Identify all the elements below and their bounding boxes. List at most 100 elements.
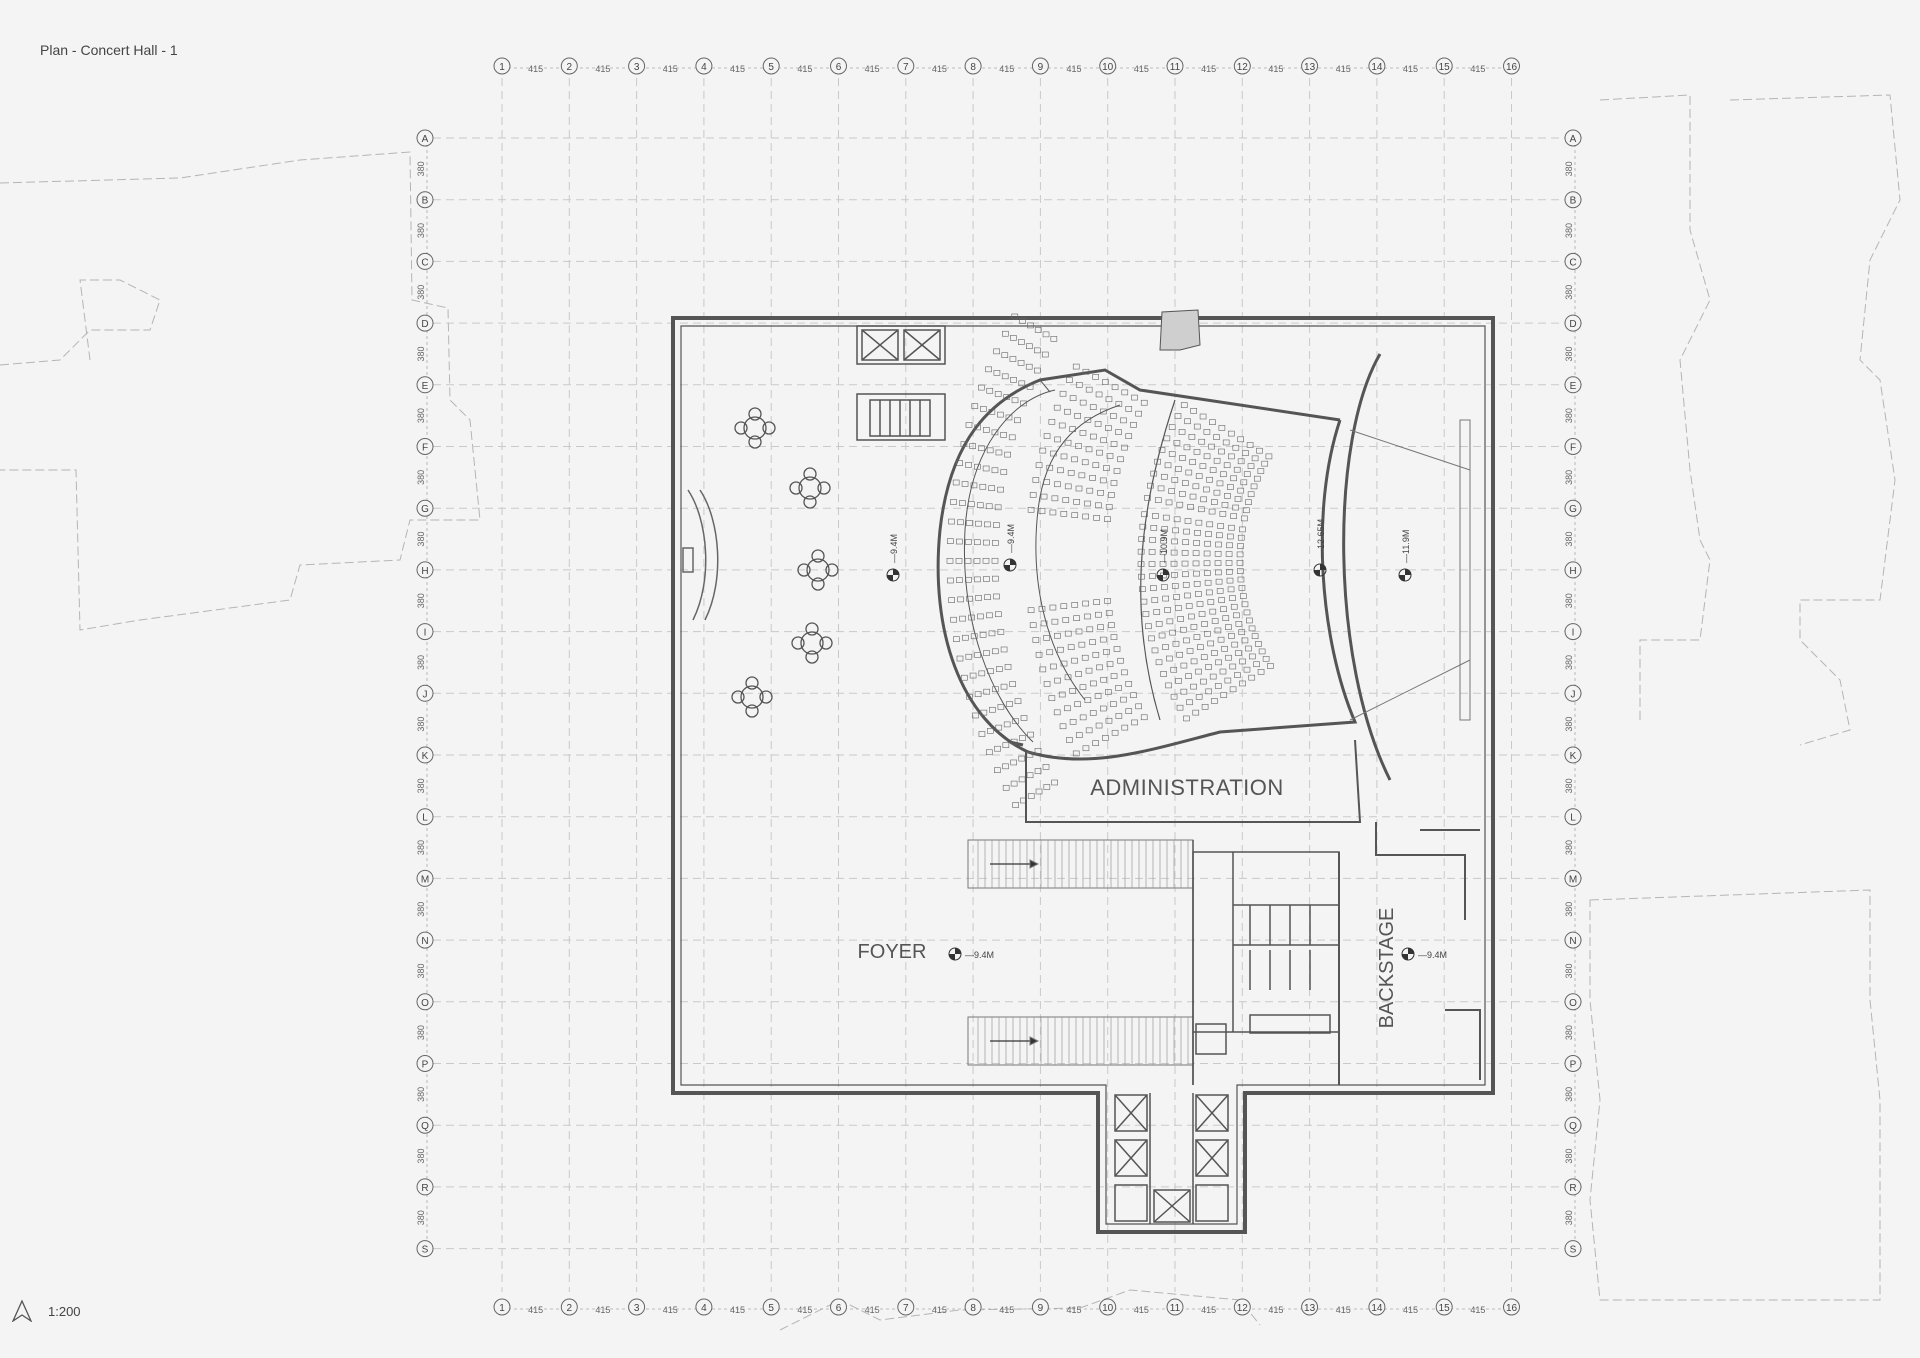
seat	[1247, 463, 1255, 469]
seat	[1104, 425, 1112, 431]
grid-row-label: D	[1569, 319, 1576, 330]
seat	[993, 593, 1000, 600]
seat	[1226, 542, 1233, 549]
grid-row-dimension: 380	[416, 778, 426, 793]
grid-bubble-row	[416, 561, 434, 579]
seat	[1051, 779, 1058, 786]
seat	[1008, 434, 1016, 441]
seat	[1043, 784, 1051, 790]
grid-row-dimension: 380	[1564, 963, 1574, 978]
grid-col-dimension: 415	[730, 64, 745, 74]
seat	[1084, 697, 1092, 703]
seat	[1018, 776, 1026, 783]
seat	[982, 557, 990, 564]
seat	[1142, 611, 1150, 617]
seat	[1249, 653, 1256, 660]
seat	[1217, 636, 1225, 643]
grid-bubble-col	[493, 1298, 511, 1316]
seat	[1108, 492, 1115, 498]
grid-col-dimension: 415	[528, 64, 543, 74]
grid-row-label: D	[421, 319, 428, 330]
seat	[1159, 549, 1167, 556]
seat	[1097, 489, 1104, 496]
seat	[1145, 623, 1152, 630]
grid-bubble-row	[416, 191, 434, 209]
scale-indicator: 1:200	[12, 1300, 81, 1322]
seat	[1228, 524, 1235, 531]
seat	[948, 518, 955, 525]
seat	[1057, 467, 1064, 474]
seat	[1213, 457, 1221, 464]
seat	[1171, 583, 1179, 589]
seat	[1204, 630, 1211, 637]
seat	[1213, 434, 1220, 440]
seat	[1071, 512, 1079, 518]
grid-col-label: 8	[970, 62, 976, 73]
grid-bubble-row	[416, 931, 434, 949]
seat	[965, 653, 973, 660]
seat	[1089, 639, 1096, 645]
seat	[1234, 496, 1242, 502]
seat	[991, 648, 999, 655]
seat	[1214, 683, 1222, 689]
seat	[1040, 493, 1048, 500]
north-arrow-icon	[12, 1300, 32, 1322]
seat	[1034, 768, 1042, 774]
grid-col-label: 15	[1439, 1303, 1451, 1314]
seat	[1082, 513, 1089, 520]
seat	[993, 348, 1000, 355]
seat	[995, 449, 1003, 456]
seat	[1042, 331, 1050, 338]
grid-row-label: S	[422, 1245, 429, 1256]
seat	[1060, 453, 1068, 460]
grid-row-label: K	[422, 751, 429, 762]
seat	[1182, 582, 1190, 588]
grid-row-label: Q	[421, 1121, 429, 1132]
seat	[961, 481, 969, 487]
seat	[1075, 382, 1083, 388]
seat	[1245, 645, 1252, 652]
grid-bubble-row	[1564, 438, 1582, 455]
seat	[1121, 389, 1129, 396]
grid-row-label: G	[1569, 504, 1577, 515]
seat	[1104, 516, 1111, 522]
level-marker: —11.9M	[1398, 530, 1412, 582]
grid-bubble-col	[830, 57, 847, 75]
grid-row-dimension: 380	[1564, 346, 1574, 361]
grid-bubble-col	[1233, 1298, 1251, 1316]
seat	[960, 441, 968, 447]
seat	[1209, 673, 1217, 680]
seat	[995, 611, 1002, 618]
grid-col-label: 3	[634, 1303, 640, 1314]
level-marker: —9.4M	[1401, 947, 1447, 961]
seat	[1195, 668, 1202, 675]
grid-bubble-col	[1435, 57, 1453, 75]
seat	[984, 594, 991, 601]
grid-col-label: 3	[634, 62, 640, 73]
seat	[1230, 513, 1237, 519]
seat	[1190, 658, 1198, 665]
seat	[1224, 677, 1232, 684]
grid-bubble-row	[416, 993, 434, 1011]
seat	[1171, 538, 1178, 545]
seat	[1011, 397, 1019, 404]
seat	[1069, 688, 1076, 694]
grid-bubble-col	[1301, 57, 1319, 75]
seat	[1172, 527, 1179, 534]
seat	[1172, 640, 1180, 647]
seat	[948, 597, 955, 603]
seat	[1018, 755, 1026, 762]
seat	[1197, 644, 1204, 651]
grid-bubble-row	[416, 684, 434, 702]
restrooms	[1192, 851, 1340, 1085]
seat	[1183, 528, 1190, 535]
seat	[975, 520, 982, 527]
seat	[1158, 632, 1166, 639]
seat	[1219, 511, 1227, 517]
seat	[1180, 688, 1188, 695]
seat	[1150, 525, 1158, 531]
seat	[991, 429, 999, 436]
seat	[956, 538, 963, 545]
seat	[1226, 568, 1233, 575]
seat	[1085, 446, 1093, 453]
